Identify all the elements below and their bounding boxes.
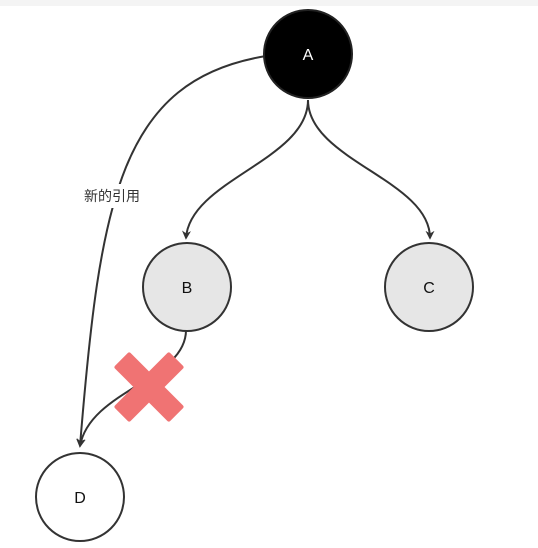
edge-label-new-reference: 新的引用 <box>84 189 140 205</box>
node-d-label: D <box>74 490 86 507</box>
node-c-label: C <box>423 280 435 297</box>
node-a-label: A <box>303 47 314 64</box>
cross-mark-icon <box>114 352 184 422</box>
edge-a-to-c <box>307 99 435 240</box>
node-c: C <box>384 242 474 332</box>
node-d: D <box>35 452 125 542</box>
node-a: A <box>263 9 353 99</box>
node-b: B <box>142 242 232 332</box>
edge-label-background <box>74 184 150 208</box>
edge-a-to-b <box>182 99 309 240</box>
top-strip <box>0 0 538 6</box>
edge-a-to-d <box>76 55 267 448</box>
node-b-label: B <box>182 280 193 297</box>
